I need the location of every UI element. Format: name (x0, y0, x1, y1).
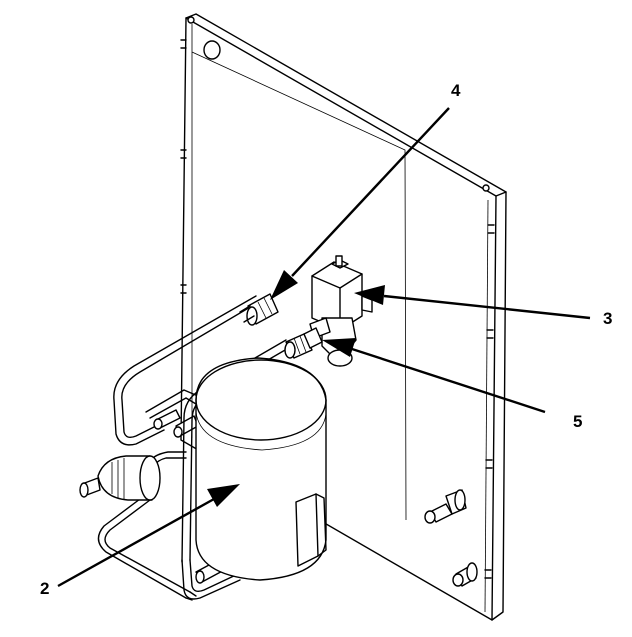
callout-2: 2 (40, 579, 49, 598)
screw-top-right (482, 184, 490, 192)
filter-drier (79, 455, 161, 501)
panel-fitting-middle (424, 489, 467, 524)
leader-line-2 (57, 497, 215, 588)
flare-fitting-4 (239, 293, 279, 326)
callout-labels: 4 3 5 2 (40, 81, 612, 598)
leader-line-5 (351, 347, 546, 414)
arrowhead-4 (270, 270, 298, 300)
panel-fitting-bottom (452, 562, 478, 587)
arrowhead-3 (354, 285, 385, 305)
arrowhead-2 (207, 484, 240, 507)
leader-line-3 (383, 294, 591, 320)
callout-3: 3 (603, 309, 612, 328)
leader-line-4 (291, 107, 450, 277)
arrowhead-5 (322, 338, 356, 357)
callout-5: 5 (573, 412, 582, 431)
callout-leaders (57, 107, 591, 588)
screw-top-left (187, 16, 195, 24)
mounting-hole-top-left (203, 40, 221, 60)
flare-fitting-5 (284, 327, 323, 359)
callout-4: 4 (451, 81, 461, 100)
compressor-tank (195, 357, 327, 581)
